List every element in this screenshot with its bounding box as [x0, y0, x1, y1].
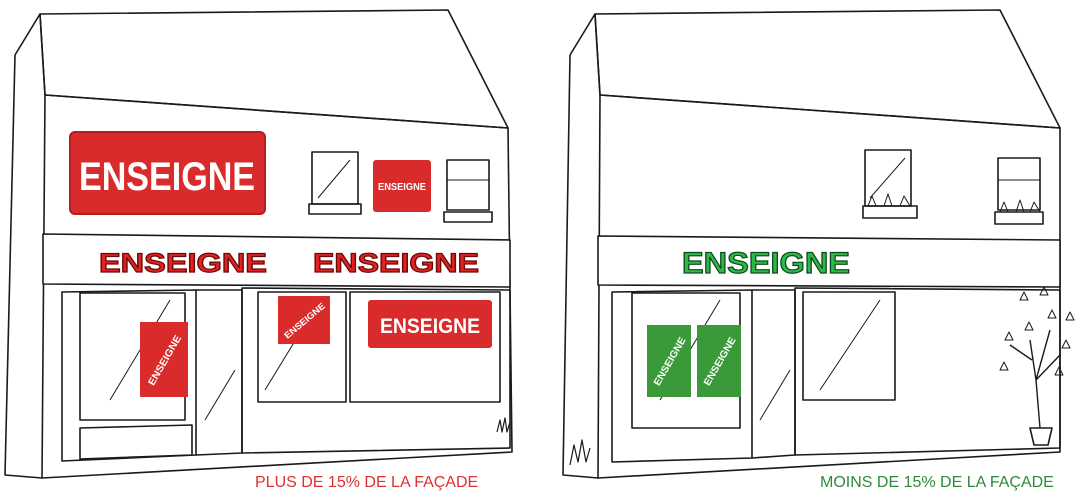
- left-right-window-sign-text: ENSEIGNE: [380, 315, 480, 338]
- left-small-window-sign-text: ENSEIGNE: [378, 182, 426, 193]
- tree-leaves: [999, 286, 1075, 376]
- left-band-sign-2: ENSEIGNE: [313, 248, 479, 278]
- left-shop-glass-2: [349, 291, 501, 403]
- right-shop-window-frame: [794, 287, 1061, 456]
- right-door-gap: [751, 289, 796, 459]
- right-reflection-2: [819, 299, 881, 391]
- right-upper-window-2: [997, 157, 1041, 211]
- left-roof: [39, 9, 509, 129]
- right-sticker-2: ENSEIGNE: [697, 325, 741, 397]
- tree-trunk: [1009, 329, 1061, 429]
- right-signs: ENSEIGNE ENSEIGNE ENSEIGNE: [647, 246, 851, 397]
- left-upper-window-1-reflection: [317, 159, 351, 199]
- left-shop-window-frame: [241, 287, 511, 454]
- left-caption: PLUS DE 15% DE LA FAÇADE: [255, 474, 479, 491]
- right-upper-window-1-reflection: [869, 157, 906, 199]
- left-band-sign-1: ENSEIGNE: [99, 248, 267, 278]
- left-center-sticker: ENSEIGNE: [278, 296, 330, 344]
- left-right-window-sign: [368, 300, 492, 348]
- right-flowers-1: [867, 193, 911, 207]
- left-upper-window-2: [446, 159, 490, 211]
- right-flower-box-1: [862, 205, 918, 219]
- left-big-window-sign-text: ENSEIGNE: [79, 155, 255, 199]
- right-sign-band: [597, 235, 1061, 288]
- tree-pot: [1029, 427, 1053, 446]
- right-band-sign: ENSEIGNE: [682, 247, 850, 280]
- left-door-gap: [195, 289, 243, 456]
- left-small-window-sign: [373, 160, 431, 212]
- left-shop-glass: [257, 291, 347, 403]
- left-big-window-sign: [69, 131, 266, 215]
- right-flowers-2: [999, 199, 1041, 213]
- right-grass: [569, 439, 591, 466]
- right-caption: MOINS DE 15% DE LA FAÇADE: [820, 474, 1054, 491]
- left-building: [4, 9, 513, 479]
- right-reflection-3: [759, 369, 791, 421]
- right-roof: [594, 9, 1061, 129]
- left-grass: [496, 417, 511, 433]
- left-upper-window-1-sill: [308, 203, 362, 215]
- left-upper-window-2-sill: [443, 211, 493, 223]
- right-side-wall: [562, 54, 601, 479]
- left-reflection-3: [204, 369, 236, 421]
- left-sign-band: [42, 233, 511, 288]
- left-door-sticker: ENSEIGNE: [140, 322, 188, 397]
- right-shop-glass: [802, 291, 896, 401]
- right-building: [562, 9, 1075, 479]
- left-signs: ENSEIGNE ENSEIGNE ENSEIGNE ENSEIGNE ENSE…: [69, 131, 492, 397]
- right-sticker-1: ENSEIGNE: [647, 325, 691, 397]
- left-door-panel: [79, 424, 193, 460]
- left-side-wall: [4, 54, 46, 479]
- right-flower-box-2: [994, 211, 1044, 225]
